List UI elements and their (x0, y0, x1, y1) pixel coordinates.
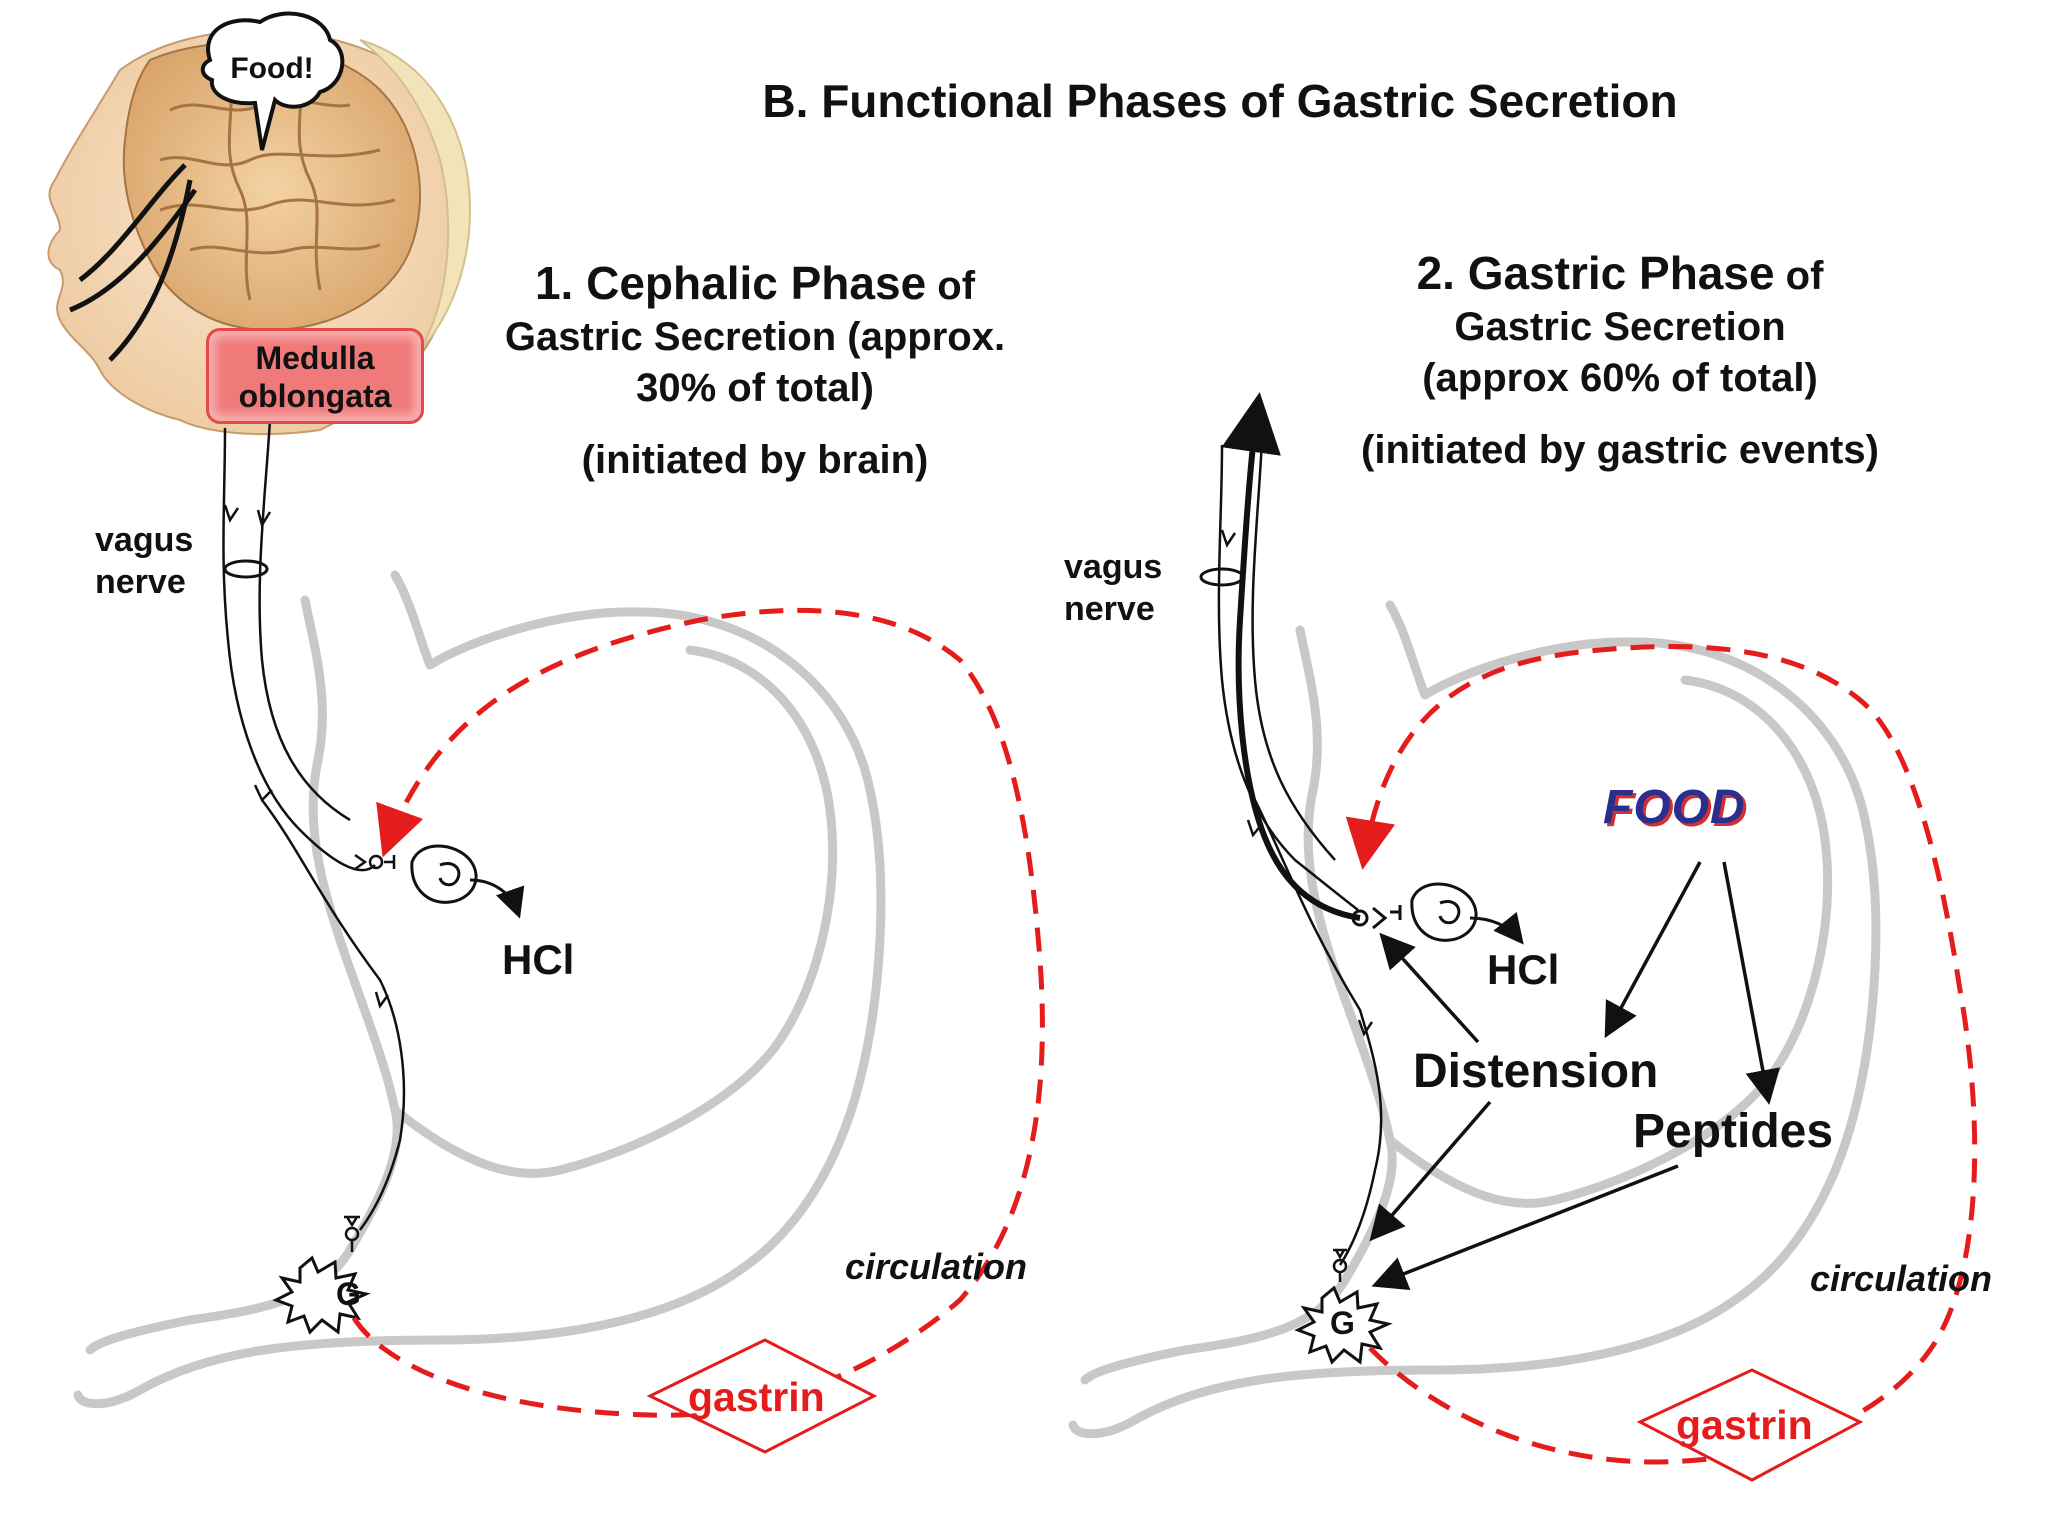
vagus-right-line2: nerve (1064, 590, 1155, 628)
vagus-left-line2: nerve (95, 563, 186, 601)
afferent-nerve-right (1221, 392, 1361, 921)
cephalic-heading-line2: Gastric Secretion (approx. (504, 315, 1006, 359)
gastric-heading-line2: Gastric Secretion (1454, 305, 1786, 349)
gastric-heading-bold: 2. Gastric Phase (1416, 247, 1775, 299)
hcl-label-right: HCl (1487, 946, 1560, 993)
vagus-label-right: vagus nerve (1064, 546, 1162, 630)
gastric-initiated: (initiated by gastric events) (1361, 428, 1879, 472)
gastric-heading: 2. Gastric Phase of Gastric Secretion (a… (1320, 248, 1920, 404)
distension-label: Distension (1413, 1045, 1659, 1098)
gastric-heading-of: of (1774, 254, 1824, 298)
gastrin-label-left: gastrin (688, 1374, 825, 1420)
gastrin-feedback-right (1345, 644, 1978, 1465)
gastric-heading-line3: (approx 60% of total) (1422, 356, 1818, 400)
vagus-nerve-right (1199, 439, 1383, 1282)
cephalic-heading: 1. Cephalic Phase of Gastric Secretion (… (450, 258, 1060, 414)
g-cell-label-left: G (336, 1276, 361, 1312)
parietal-cell-left (410, 844, 525, 919)
gastric-heading-line1: 2. Gastric Phase of (1320, 248, 1920, 302)
nerve-ending-right (1351, 905, 1402, 930)
medulla-line1: Medulla (255, 340, 375, 376)
page-title: B. Functional Phases of Gastric Secretio… (762, 75, 1678, 127)
cephalic-heading-line3: 30% of total) (636, 366, 874, 410)
gastrin-feedback-left (351, 607, 1045, 1418)
vagus-right-line1: vagus (1064, 548, 1163, 586)
speech-bubble (200, 11, 345, 151)
gastrin-diamond-right (1636, 1368, 1864, 1482)
medulla-oblongata-label: Medulla oblongata (206, 328, 424, 424)
cephalic-initiated: (initiated by brain) (581, 438, 929, 482)
cephalic-heading-line1: 1. Cephalic Phase of (450, 258, 1060, 312)
peptides-label: Peptides (1633, 1105, 1834, 1158)
vagus-nerve-left (222, 419, 406, 1252)
circulation-label-right: circulation (1810, 1258, 1993, 1299)
circulation-label-left: circulation (845, 1246, 1028, 1287)
vagus-label-left: vagus nerve (95, 519, 193, 603)
food-arrows (1369, 861, 1781, 1291)
hcl-label-left: HCl (502, 936, 575, 983)
stomach-outline-left (73, 570, 886, 1409)
parietal-cell-right (1410, 882, 1524, 945)
g-cell-right (1294, 1285, 1393, 1365)
g-cell-label-right: G (1330, 1305, 1355, 1341)
head-illustration (47, 29, 472, 436)
medulla-line2: oblongata (238, 378, 392, 414)
speech-bubble-text: Food! (230, 52, 314, 85)
gastrin-label-right: gastrin (1676, 1402, 1813, 1448)
gastrin-diamond-left (646, 1338, 878, 1454)
vagus-left-line1: vagus (95, 521, 194, 559)
food-label: FOOD (1603, 781, 1746, 834)
cephalic-heading-bold: 1. Cephalic Phase (534, 257, 927, 309)
stomach-outline-right (1068, 600, 1881, 1439)
g-cell-left (272, 1255, 371, 1335)
cephalic-heading-of: of (926, 264, 976, 308)
